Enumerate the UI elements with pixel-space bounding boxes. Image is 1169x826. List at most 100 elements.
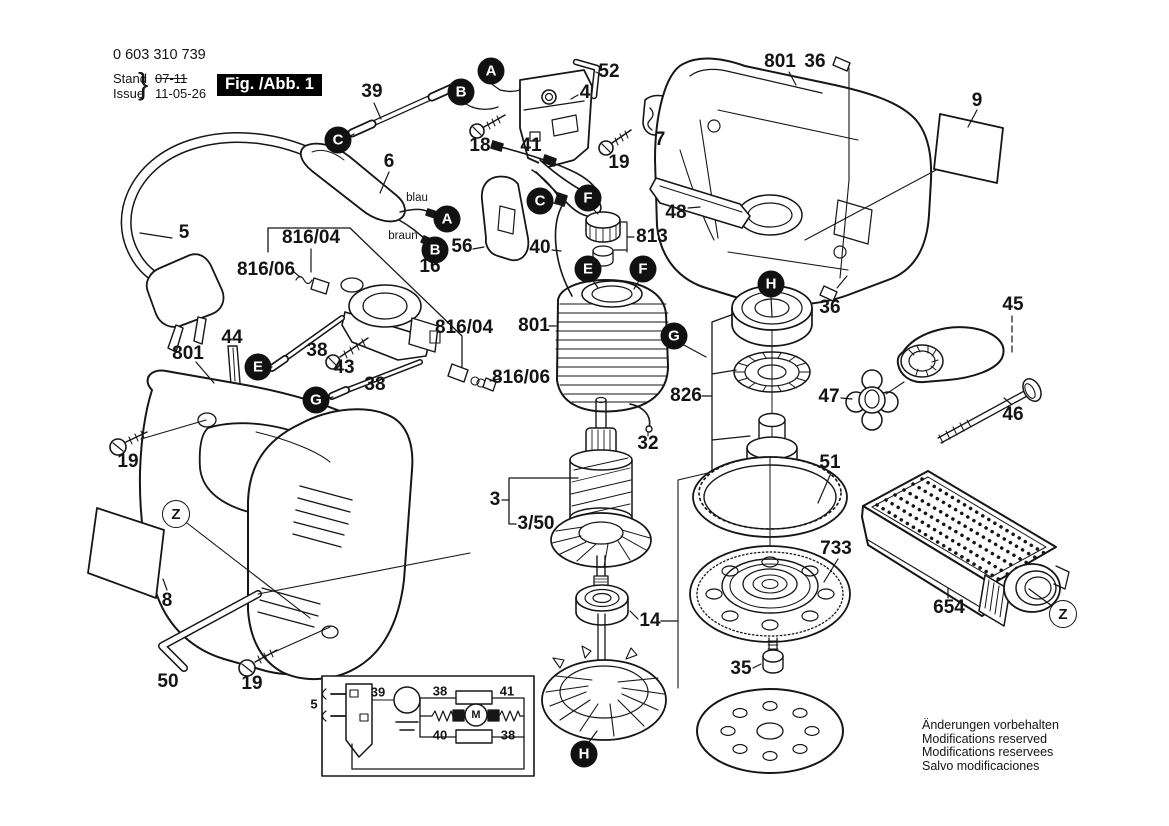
screw-35 bbox=[752, 637, 784, 674]
notice-line-de: Änderungen vorbehalten bbox=[922, 718, 1059, 732]
part-label-56: 56 bbox=[451, 236, 473, 257]
part-label-19: 19 bbox=[117, 451, 139, 472]
part-label-40: 40 bbox=[529, 237, 551, 258]
part-label-5: 5 bbox=[310, 696, 318, 712]
part-label-3-50: 3/50 bbox=[517, 513, 555, 534]
document-part-number: 0 603 310 739 bbox=[113, 47, 206, 63]
stator bbox=[548, 278, 707, 413]
issue-value: 11-05-26 bbox=[155, 86, 207, 101]
screw-19-bottom bbox=[238, 626, 331, 677]
part-label-32: 32 bbox=[637, 433, 659, 454]
callout-G: G bbox=[660, 322, 688, 350]
sticker bbox=[87, 507, 168, 599]
stand-label: Stand bbox=[113, 71, 147, 86]
part-label-35: 35 bbox=[730, 658, 752, 679]
part-label-19: 19 bbox=[608, 152, 630, 173]
part-label-14: 14 bbox=[639, 610, 661, 631]
part-label-41: 41 bbox=[499, 683, 515, 699]
part-label-39: 39 bbox=[361, 81, 383, 102]
wiring-schematic bbox=[321, 675, 535, 777]
main-body bbox=[138, 361, 414, 681]
part-label-826: 826 bbox=[670, 385, 702, 406]
screw-19-left bbox=[109, 419, 207, 456]
stand-value: 07-11 bbox=[155, 71, 188, 86]
part-label-41: 41 bbox=[520, 135, 542, 156]
power-cord bbox=[120, 132, 339, 353]
part-label-51: 51 bbox=[819, 452, 841, 473]
switch-module bbox=[452, 69, 602, 218]
modification-notice: Änderungen vorbehalten Modifications res… bbox=[922, 718, 1059, 773]
callout-C: C bbox=[526, 187, 554, 215]
notice-line-es: Salvo modificaciones bbox=[922, 758, 1040, 773]
part-label-50: 50 bbox=[157, 671, 179, 692]
notice-line-en: Modifications reserved bbox=[922, 731, 1048, 746]
part-label-4: 4 bbox=[579, 82, 591, 103]
screw-18 bbox=[469, 114, 506, 139]
callout-A: A bbox=[477, 57, 505, 85]
callout-H: H bbox=[570, 740, 598, 768]
callout-B: B bbox=[447, 78, 475, 106]
part-label-39: 39 bbox=[370, 684, 386, 700]
fan bbox=[541, 645, 667, 743]
armature bbox=[501, 396, 652, 589]
aux-handle bbox=[896, 315, 1042, 444]
upper-housing bbox=[654, 57, 933, 306]
part-label-816-06: 816/06 bbox=[236, 259, 296, 280]
part-label-38: 38 bbox=[432, 683, 448, 699]
part-label-801: 801 bbox=[518, 315, 550, 336]
callout-A: A bbox=[433, 205, 461, 233]
deflector bbox=[649, 177, 751, 229]
callout-E: E bbox=[244, 353, 272, 381]
hex-key bbox=[158, 552, 471, 672]
sealing-ring bbox=[692, 456, 848, 587]
allen-key-small bbox=[572, 58, 601, 100]
part-label-816-04: 816/04 bbox=[434, 317, 494, 338]
part-label-654: 654 bbox=[933, 597, 965, 618]
part-label-38: 38 bbox=[306, 340, 328, 361]
bearing-14 bbox=[575, 471, 713, 689]
carbon-brush-right bbox=[447, 363, 500, 392]
bearing-813 bbox=[585, 207, 635, 267]
part-label-52: 52 bbox=[598, 61, 620, 82]
notice-line-fr: Modifications reservees bbox=[922, 745, 1054, 759]
issue-label: Issue bbox=[113, 86, 145, 101]
part-label-19: 19 bbox=[241, 673, 263, 694]
part-label-40: 40 bbox=[432, 727, 448, 743]
part-label-48: 48 bbox=[665, 202, 687, 223]
part-label-9: 9 bbox=[971, 90, 983, 111]
part-label-801: 801 bbox=[764, 51, 796, 72]
flap-56 bbox=[472, 175, 530, 262]
part-label-8: 8 bbox=[161, 590, 173, 611]
part-label-38: 38 bbox=[500, 727, 516, 743]
callout-F: F bbox=[629, 255, 657, 283]
wire-40 bbox=[531, 169, 573, 297]
wire-color-label-blau: blau bbox=[406, 192, 428, 204]
part-label-43: 43 bbox=[333, 357, 355, 378]
part-label-36: 36 bbox=[804, 51, 826, 72]
part-label-7: 7 bbox=[654, 129, 666, 150]
carbon-brush-left bbox=[293, 248, 330, 295]
part-label-45: 45 bbox=[1002, 294, 1024, 315]
part-label-44: 44 bbox=[221, 327, 243, 348]
header-brace: } bbox=[138, 66, 149, 101]
part-label-5: 5 bbox=[178, 222, 190, 243]
screw-19-top bbox=[598, 129, 632, 156]
sanding-sheet bbox=[696, 688, 844, 774]
part-label-36: 36 bbox=[819, 297, 841, 318]
nameplate bbox=[804, 109, 1004, 241]
callout-Z: Z bbox=[162, 500, 190, 528]
bearing-flange-assembly bbox=[267, 227, 463, 373]
part-label-M: M bbox=[471, 709, 481, 721]
callout-B: B bbox=[421, 236, 449, 264]
callout-H: H bbox=[757, 270, 785, 298]
part-label-46: 46 bbox=[1002, 404, 1024, 425]
dust-box bbox=[861, 470, 1070, 627]
part-label-816-06: 816/06 bbox=[491, 367, 551, 388]
callout-Z: Z bbox=[1049, 600, 1077, 628]
figure-label: Fig. /Abb. 1 bbox=[217, 74, 322, 96]
wire-color-label-braun: braun bbox=[388, 230, 418, 242]
part-label-47: 47 bbox=[818, 386, 840, 407]
wire-32 bbox=[629, 403, 653, 437]
